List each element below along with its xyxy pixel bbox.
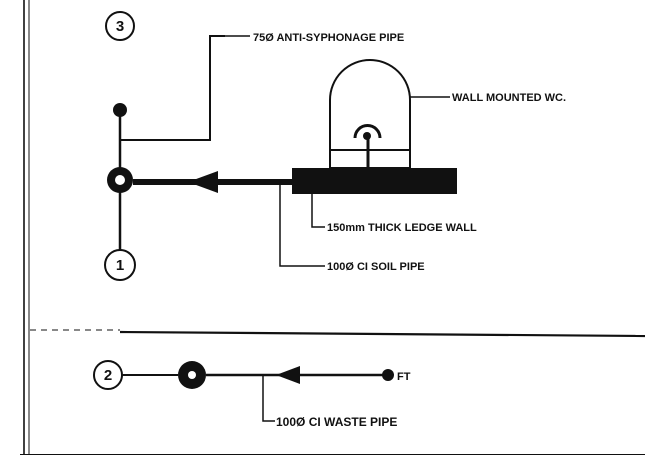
- soil-pipe-leader: [279, 182, 325, 267]
- label-soil-pipe: 100Ø CI SOIL PIPE: [327, 261, 425, 273]
- label-ft: FT: [397, 371, 411, 383]
- marker-2: 2: [93, 360, 123, 390]
- marker-3-label: 3: [116, 18, 124, 35]
- wall-mounted-wc: [329, 59, 411, 170]
- label-wall-mounted-wc: WALL MOUNTED WC.: [452, 92, 566, 104]
- anti-syphonage-pipe: [120, 35, 225, 141]
- vent-fitting: [113, 103, 127, 117]
- floor-trap: [382, 369, 394, 381]
- marker-1-label: 1: [116, 257, 124, 274]
- section-divider: [30, 329, 645, 338]
- junction-fitting-center: [115, 175, 125, 185]
- marker-2-label: 2: [104, 367, 112, 384]
- label-anti-syphonage-pipe: 75Ø ANTI-SYPHONAGE PIPE: [253, 32, 404, 44]
- flow-arrow-waste: [276, 366, 300, 384]
- ledge-wall-leader: [311, 194, 325, 228]
- ledge-wall: [292, 168, 457, 194]
- sheet-border: [20, 0, 645, 455]
- marker-1: 1: [104, 249, 136, 281]
- label-ledge-wall: 150mm THICK LEDGE WALL: [327, 222, 477, 234]
- gully-fitting-center: [188, 371, 196, 379]
- marker-3: 3: [105, 11, 135, 41]
- flow-arrow-soil: [188, 171, 218, 193]
- label-waste-pipe: 100Ø CI WASTE PIPE: [276, 415, 397, 429]
- waste-pipe-leader: [262, 375, 275, 422]
